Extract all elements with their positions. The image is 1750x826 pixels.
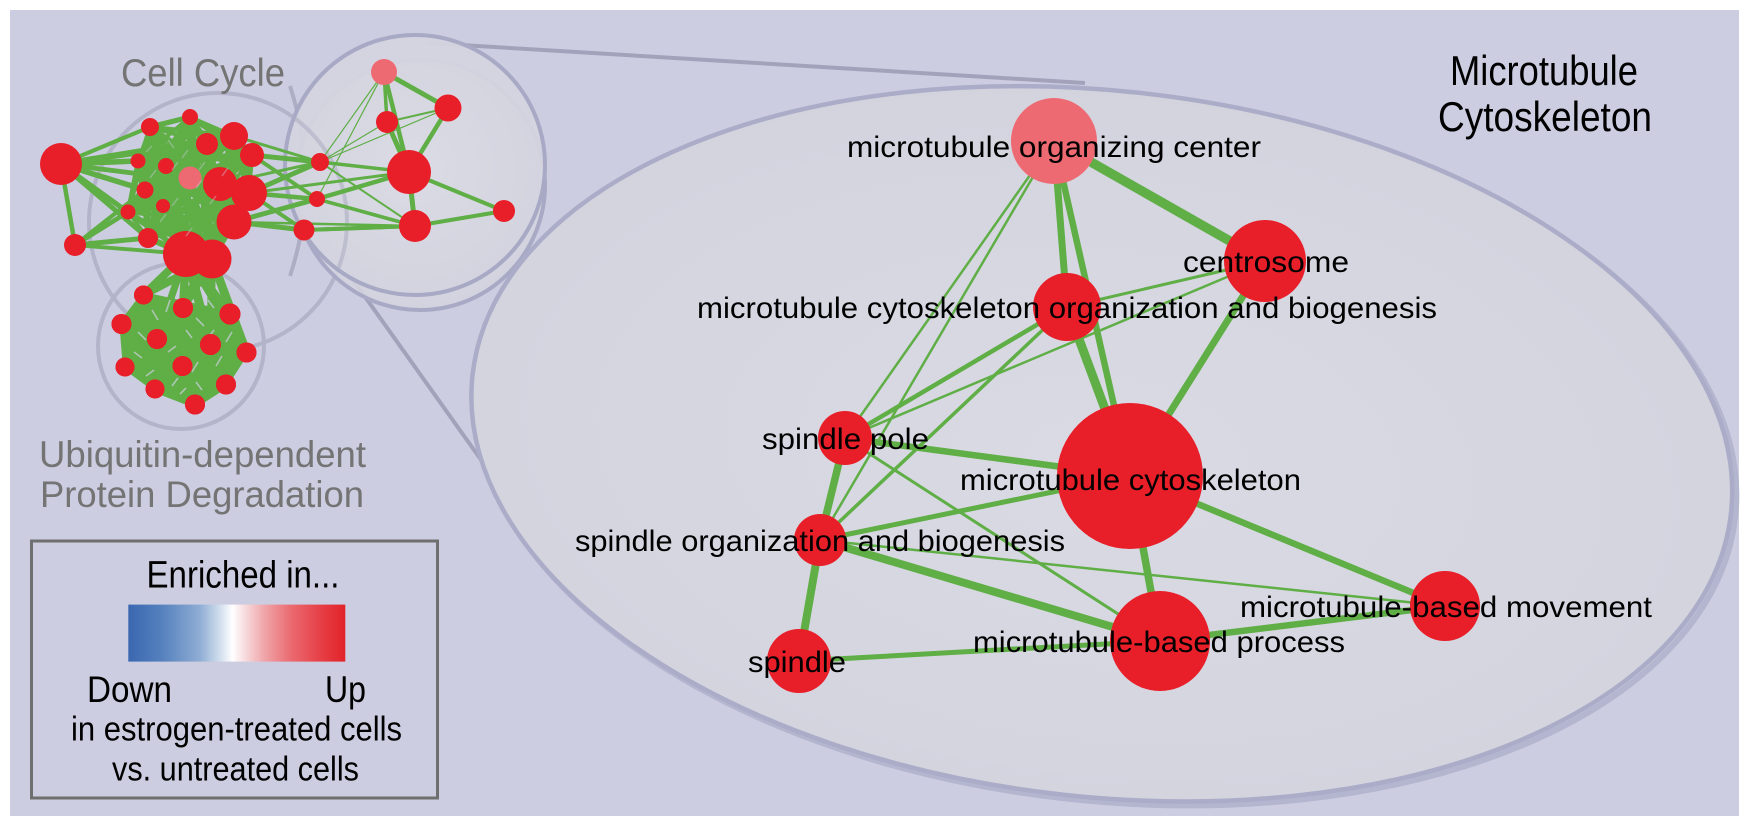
svg-text:microtubule organizing center: microtubule organizing center <box>847 131 1261 164</box>
svg-text:microtubule-based process: microtubule-based process <box>973 626 1345 659</box>
svg-text:Ubiquitin-dependent: Ubiquitin-dependent <box>39 434 367 475</box>
svg-text:centrosome: centrosome <box>1183 246 1349 279</box>
svg-text:spindle pole: spindle pole <box>762 423 929 456</box>
svg-text:spindle: spindle <box>748 646 846 679</box>
svg-text:microtubule cytoskeleton organ: microtubule cytoskeleton organization an… <box>697 292 1437 325</box>
svg-text:Cell Cycle: Cell Cycle <box>121 52 285 95</box>
svg-text:Microtubule: Microtubule <box>1450 47 1638 94</box>
svg-text:vs. untreated cells: vs. untreated cells <box>112 751 359 789</box>
svg-text:Enriched in...: Enriched in... <box>147 555 340 597</box>
svg-text:Cytoskeleton: Cytoskeleton <box>1438 93 1652 140</box>
svg-text:spindle organization and bioge: spindle organization and biogenesis <box>575 525 1065 558</box>
svg-text:in estrogen-treated cells: in estrogen-treated cells <box>71 711 402 749</box>
svg-text:Up: Up <box>325 669 366 710</box>
svg-text:microtubule-based movement: microtubule-based movement <box>1240 591 1653 624</box>
svg-text:microtubule cytoskeleton: microtubule cytoskeleton <box>960 464 1301 497</box>
svg-text:Down: Down <box>87 669 172 710</box>
svg-text:Protein Degradation: Protein Degradation <box>40 474 364 515</box>
